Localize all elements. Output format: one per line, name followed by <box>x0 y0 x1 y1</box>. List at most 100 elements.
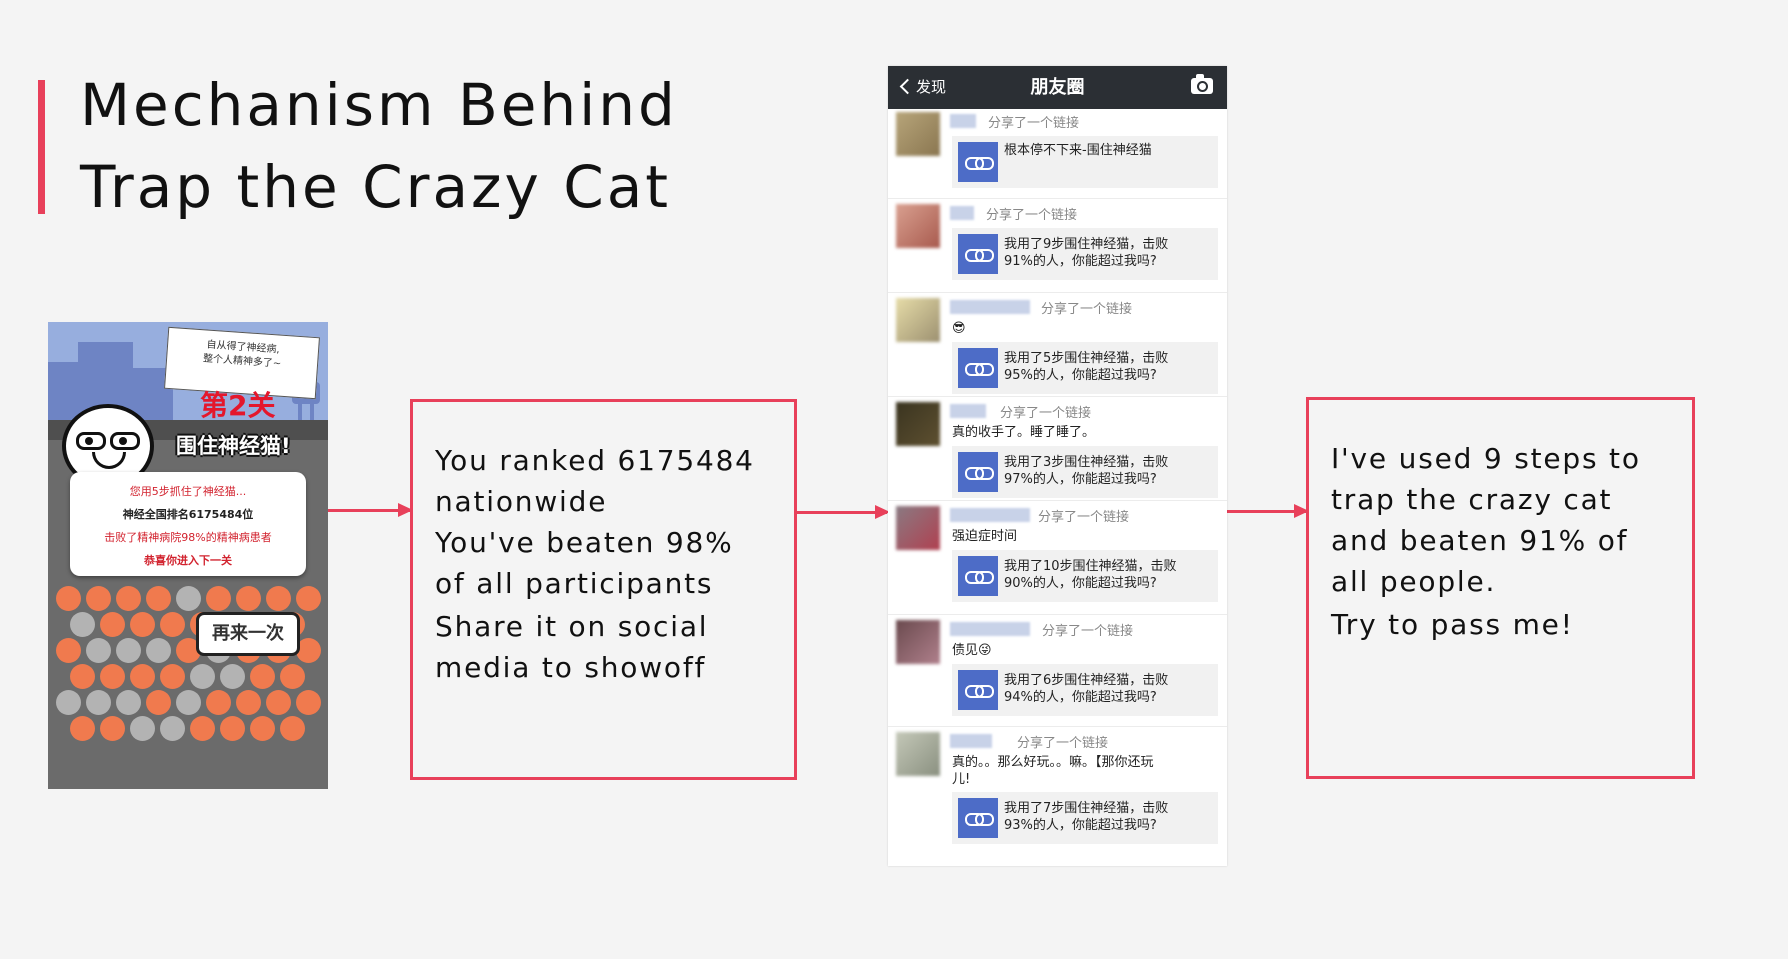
game-dot[interactable] <box>130 716 155 741</box>
game-dot[interactable] <box>236 690 261 715</box>
game-dot[interactable] <box>280 664 305 689</box>
avatar[interactable] <box>896 732 940 776</box>
avatar[interactable] <box>896 506 940 550</box>
game-dot[interactable] <box>220 664 245 689</box>
game-dot[interactable] <box>266 586 291 611</box>
game-level-label: 第2关 <box>200 389 276 422</box>
slide-title-line1: Mechanism Behind <box>80 71 678 139</box>
play-again-button[interactable]: 再来一次 <box>196 612 300 656</box>
ranking-line: You ranked 6175484 <box>435 444 755 477</box>
game-dot[interactable] <box>100 664 125 689</box>
arrow-right-icon <box>328 503 413 517</box>
game-dot[interactable] <box>206 690 231 715</box>
game-dot[interactable] <box>70 612 95 637</box>
face-eye <box>110 432 140 450</box>
message-line: trap the crazy cat <box>1331 483 1613 516</box>
post-divider <box>888 726 1227 727</box>
challenge-line: Try to pass me! <box>1331 608 1574 641</box>
game-dot[interactable] <box>116 690 141 715</box>
post-note: 真的收手了。睡了睡了。 <box>952 425 1096 440</box>
face-eye <box>76 432 106 450</box>
game-dot[interactable] <box>160 664 185 689</box>
avatar[interactable] <box>896 204 940 248</box>
blurred-username[interactable] <box>950 114 976 128</box>
game-dot[interactable] <box>280 716 305 741</box>
game-dot[interactable] <box>176 586 201 611</box>
post-note: 强迫症时间 <box>952 529 1018 544</box>
game-dot[interactable] <box>56 586 81 611</box>
game-dot[interactable] <box>190 664 215 689</box>
game-dot[interactable] <box>86 586 111 611</box>
title-accent-bar <box>38 80 45 214</box>
ranking-line: You've beaten 98% <box>435 526 734 559</box>
game-dot[interactable] <box>146 586 171 611</box>
message-text: I've used 9 steps to trap the crazy cat … <box>1331 438 1641 602</box>
game-dot[interactable] <box>130 664 155 689</box>
game-dot[interactable] <box>190 716 215 741</box>
message-line: I've used 9 steps to <box>1331 442 1641 475</box>
game-dot[interactable] <box>266 690 291 715</box>
message-line: and beaten 91% of <box>1331 524 1629 557</box>
post-divider <box>888 292 1227 293</box>
game-dot[interactable] <box>250 716 275 741</box>
game-dot[interactable] <box>176 690 201 715</box>
game-dot[interactable] <box>100 716 125 741</box>
face-mouth <box>92 452 126 469</box>
game-dot[interactable] <box>206 586 231 611</box>
share-caption: 分享了一个链接 <box>986 208 1078 223</box>
avatar[interactable] <box>896 298 940 342</box>
game-dot[interactable] <box>146 638 171 663</box>
game-dot[interactable] <box>70 716 95 741</box>
game-dot[interactable] <box>160 716 185 741</box>
post-divider <box>888 198 1227 199</box>
blurred-username[interactable] <box>950 404 986 418</box>
link-icon <box>958 670 998 710</box>
camera-icon[interactable] <box>1191 74 1213 94</box>
challenge-text: Try to pass me! <box>1331 604 1574 645</box>
game-dot[interactable] <box>296 690 321 715</box>
avatar[interactable] <box>896 112 940 156</box>
avatar[interactable] <box>896 620 940 664</box>
game-dot[interactable] <box>70 664 95 689</box>
blurred-username[interactable] <box>950 300 1030 314</box>
blurred-username[interactable] <box>950 734 992 748</box>
game-dot[interactable] <box>250 664 275 689</box>
share-line: media to showoff <box>435 651 707 684</box>
avatar[interactable] <box>896 402 940 446</box>
feed-navbar: 发现 朋友圈 <box>888 66 1227 109</box>
game-screenshot: 自从得了神经病, 整个人精神多了~ 第2关 围住神经猫! 您用5步抓住了神经猫.… <box>48 322 328 789</box>
blurred-username[interactable] <box>950 206 974 220</box>
game-dot[interactable] <box>116 638 141 663</box>
game-dot[interactable] <box>146 690 171 715</box>
game-dot[interactable] <box>56 690 81 715</box>
game-dot[interactable] <box>296 586 321 611</box>
game-dot[interactable] <box>100 612 125 637</box>
game-dot[interactable] <box>220 716 245 741</box>
link-text: 根本停不下来-围住神经猫 <box>1004 143 1152 158</box>
blurred-username[interactable] <box>950 622 1030 636</box>
game-dot[interactable] <box>160 612 185 637</box>
game-dot[interactable] <box>130 612 155 637</box>
game-dot[interactable] <box>296 638 321 663</box>
game-dot[interactable] <box>236 586 261 611</box>
ranking-text: You ranked 6175484 nationwide You've bea… <box>435 440 755 604</box>
back-button[interactable]: 发现 <box>898 66 946 109</box>
game-dot[interactable] <box>86 690 111 715</box>
link-icon <box>958 798 998 838</box>
post-note: 儿! <box>952 772 971 787</box>
building-shape <box>48 362 78 420</box>
game-dot[interactable] <box>116 586 141 611</box>
blurred-username[interactable] <box>950 508 1030 522</box>
game-dot[interactable] <box>86 638 111 663</box>
shared-link-card[interactable]: 根本停不下来-围住神经猫 <box>952 136 1218 188</box>
game-dot[interactable] <box>56 638 81 663</box>
